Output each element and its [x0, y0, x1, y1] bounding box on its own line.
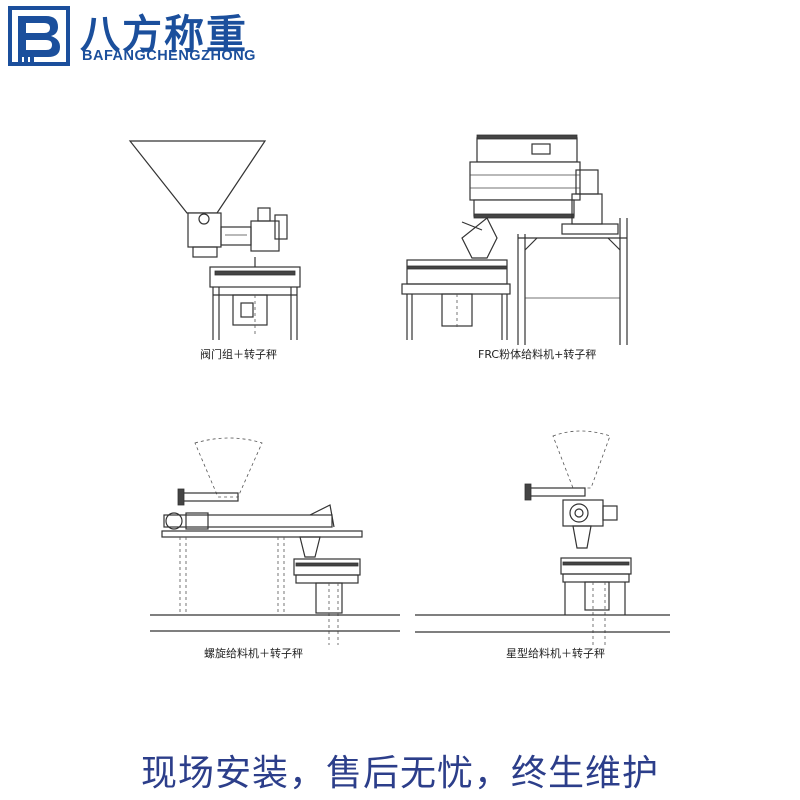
- diagram-screw-feeder: [150, 437, 400, 645]
- caption-frc-feeder: FRC粉体给料机+转子秤: [478, 348, 597, 361]
- diagram-star-feeder: [415, 430, 670, 645]
- caption-valve-group: 阀门组＋转子秤: [200, 348, 277, 361]
- logo-b-mark-icon: [8, 6, 70, 66]
- caption-star-feeder: 星型给料机＋转子秤: [506, 647, 605, 660]
- footer-slogan: 现场安装，售后无忧，终生维护: [140, 753, 659, 794]
- brand-name-cn: 八方称重: [80, 12, 248, 58]
- diagram-frc-feeder: [401, 134, 628, 345]
- diagram-valve-group: [128, 140, 301, 340]
- brand-name-en: BAFANGCHENGZHONG: [82, 48, 256, 64]
- brand-logo: 八方称重 BAFANGCHENGZHONG: [8, 6, 298, 68]
- caption-screw-feeder: 螺旋给料机＋转子秤: [204, 647, 303, 660]
